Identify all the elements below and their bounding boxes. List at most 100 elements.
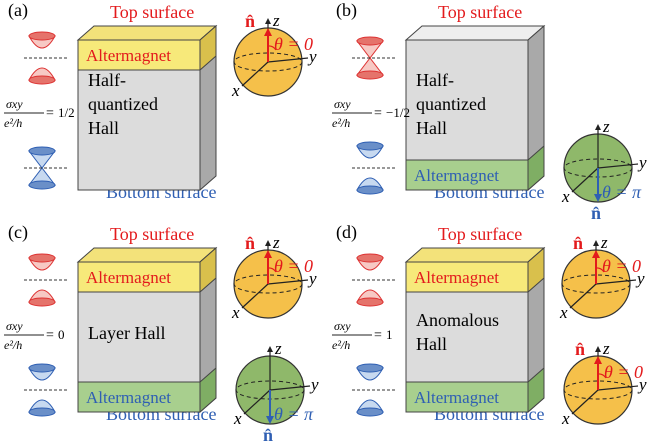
panel-label: (a) — [8, 0, 28, 21]
z-axis-label: z — [272, 11, 280, 30]
n-hat-label: n̂ — [591, 203, 601, 223]
top-layer-label: Altermagnet — [86, 268, 171, 287]
svg-text:=: = — [374, 106, 382, 121]
top-altermagnet-layer — [77, 261, 201, 293]
x-axis-label: x — [233, 409, 242, 428]
bottom-surface-cones — [24, 363, 68, 417]
x-axis-label: x — [561, 187, 570, 206]
top-layer-label: Altermagnet — [414, 268, 499, 287]
z-axis-label: z — [274, 339, 282, 358]
theta-label: θ = 0 — [602, 256, 641, 276]
sigma-value: 1/2 — [58, 105, 75, 120]
y-axis — [267, 279, 309, 285]
theta-label: θ = 0 — [274, 256, 313, 276]
svg-text:=: = — [46, 328, 54, 343]
x-axis — [571, 389, 599, 415]
n-hat-label: n̂ — [575, 339, 585, 359]
top-surface-label: Top surface — [110, 2, 194, 22]
block-text-line: Hall — [416, 334, 447, 354]
orientation-sphere: z y x n̂ θ = 0 — [561, 339, 647, 428]
equator — [233, 52, 303, 72]
n-hat-label: n̂ — [245, 233, 255, 253]
block-text-line: quantized — [416, 94, 486, 114]
x-axis-label: x — [561, 409, 570, 428]
x-axis — [243, 389, 271, 415]
sigma-denominator: e²/h — [4, 338, 22, 352]
y-axis — [597, 163, 639, 169]
bottom-surface-cones — [24, 146, 68, 190]
sigma-numerator: σxy — [334, 319, 351, 333]
orientation-sphere: z y x n̂ θ = 0 — [231, 11, 317, 100]
block-text-line: Half- — [88, 70, 126, 90]
y-axis — [267, 57, 309, 63]
y-axis-label: y — [637, 153, 647, 172]
bottom-altermagnet-layer — [405, 381, 529, 413]
sigma-value: −1/2 — [386, 105, 410, 120]
n-hat-label: n̂ — [245, 11, 255, 31]
panel-label: (b) — [336, 0, 357, 21]
n-hat-label: n̂ — [573, 233, 583, 253]
y-axis-label: y — [307, 47, 317, 66]
y-axis — [597, 385, 639, 391]
sigma-value: 0 — [58, 327, 65, 342]
sigma-value: 1 — [386, 327, 393, 342]
z-axis-label: z — [602, 117, 610, 136]
z-axis-label: z — [602, 339, 610, 358]
top-altermagnet-layer — [77, 39, 201, 71]
block-text-line: Anomalous — [416, 310, 499, 330]
top-surface-cones — [352, 36, 396, 80]
bottom-surface-cones — [352, 363, 396, 417]
x-axis-label: x — [231, 81, 240, 100]
top-surface-cones — [24, 253, 68, 307]
bottom-layer-label: Altermagnet — [86, 388, 171, 407]
panel-label: (d) — [336, 222, 357, 243]
top-surface-label: Top surface — [110, 224, 194, 244]
bottom-layer-label: Altermagnet — [414, 388, 499, 407]
top-surface-label: Top surface — [438, 2, 522, 22]
sigma-denominator: e²/h — [332, 116, 350, 130]
theta-label: θ = 0 — [604, 362, 643, 382]
top-surface-cones — [352, 253, 396, 307]
top-surface-cones — [24, 31, 68, 85]
y-axis — [595, 279, 637, 285]
sigma-numerator: σxy — [334, 97, 351, 111]
block-text-line: Layer Hall — [88, 323, 165, 343]
y-axis — [269, 385, 311, 391]
block-text-line: Hall — [416, 118, 447, 138]
x-axis-label: x — [231, 303, 240, 322]
x-axis — [241, 61, 269, 87]
z-axis-label: z — [600, 233, 608, 252]
y-axis-label: y — [307, 269, 317, 288]
bottom-surface-cones — [352, 141, 396, 195]
x-axis-label: x — [559, 303, 568, 322]
equator — [233, 274, 303, 294]
y-axis-label: y — [635, 269, 645, 288]
block-top-face — [76, 247, 218, 263]
y-axis-label: y — [637, 375, 647, 394]
block-top-face — [404, 25, 546, 41]
top-surface-label: Top surface — [438, 224, 522, 244]
equator — [561, 274, 631, 294]
svg-text:=: = — [46, 106, 54, 121]
equator — [563, 380, 633, 400]
block-text-line: quantized — [88, 94, 158, 114]
theta-label: θ = π — [274, 404, 314, 424]
svg-text:=: = — [374, 328, 382, 343]
top-altermagnet-layer — [405, 261, 529, 293]
theta-label: θ = 0 — [274, 34, 313, 54]
block-top-face — [76, 25, 218, 41]
x-axis — [569, 283, 597, 309]
top-layer-label: Altermagnet — [86, 46, 171, 65]
block-top-face — [404, 247, 546, 263]
